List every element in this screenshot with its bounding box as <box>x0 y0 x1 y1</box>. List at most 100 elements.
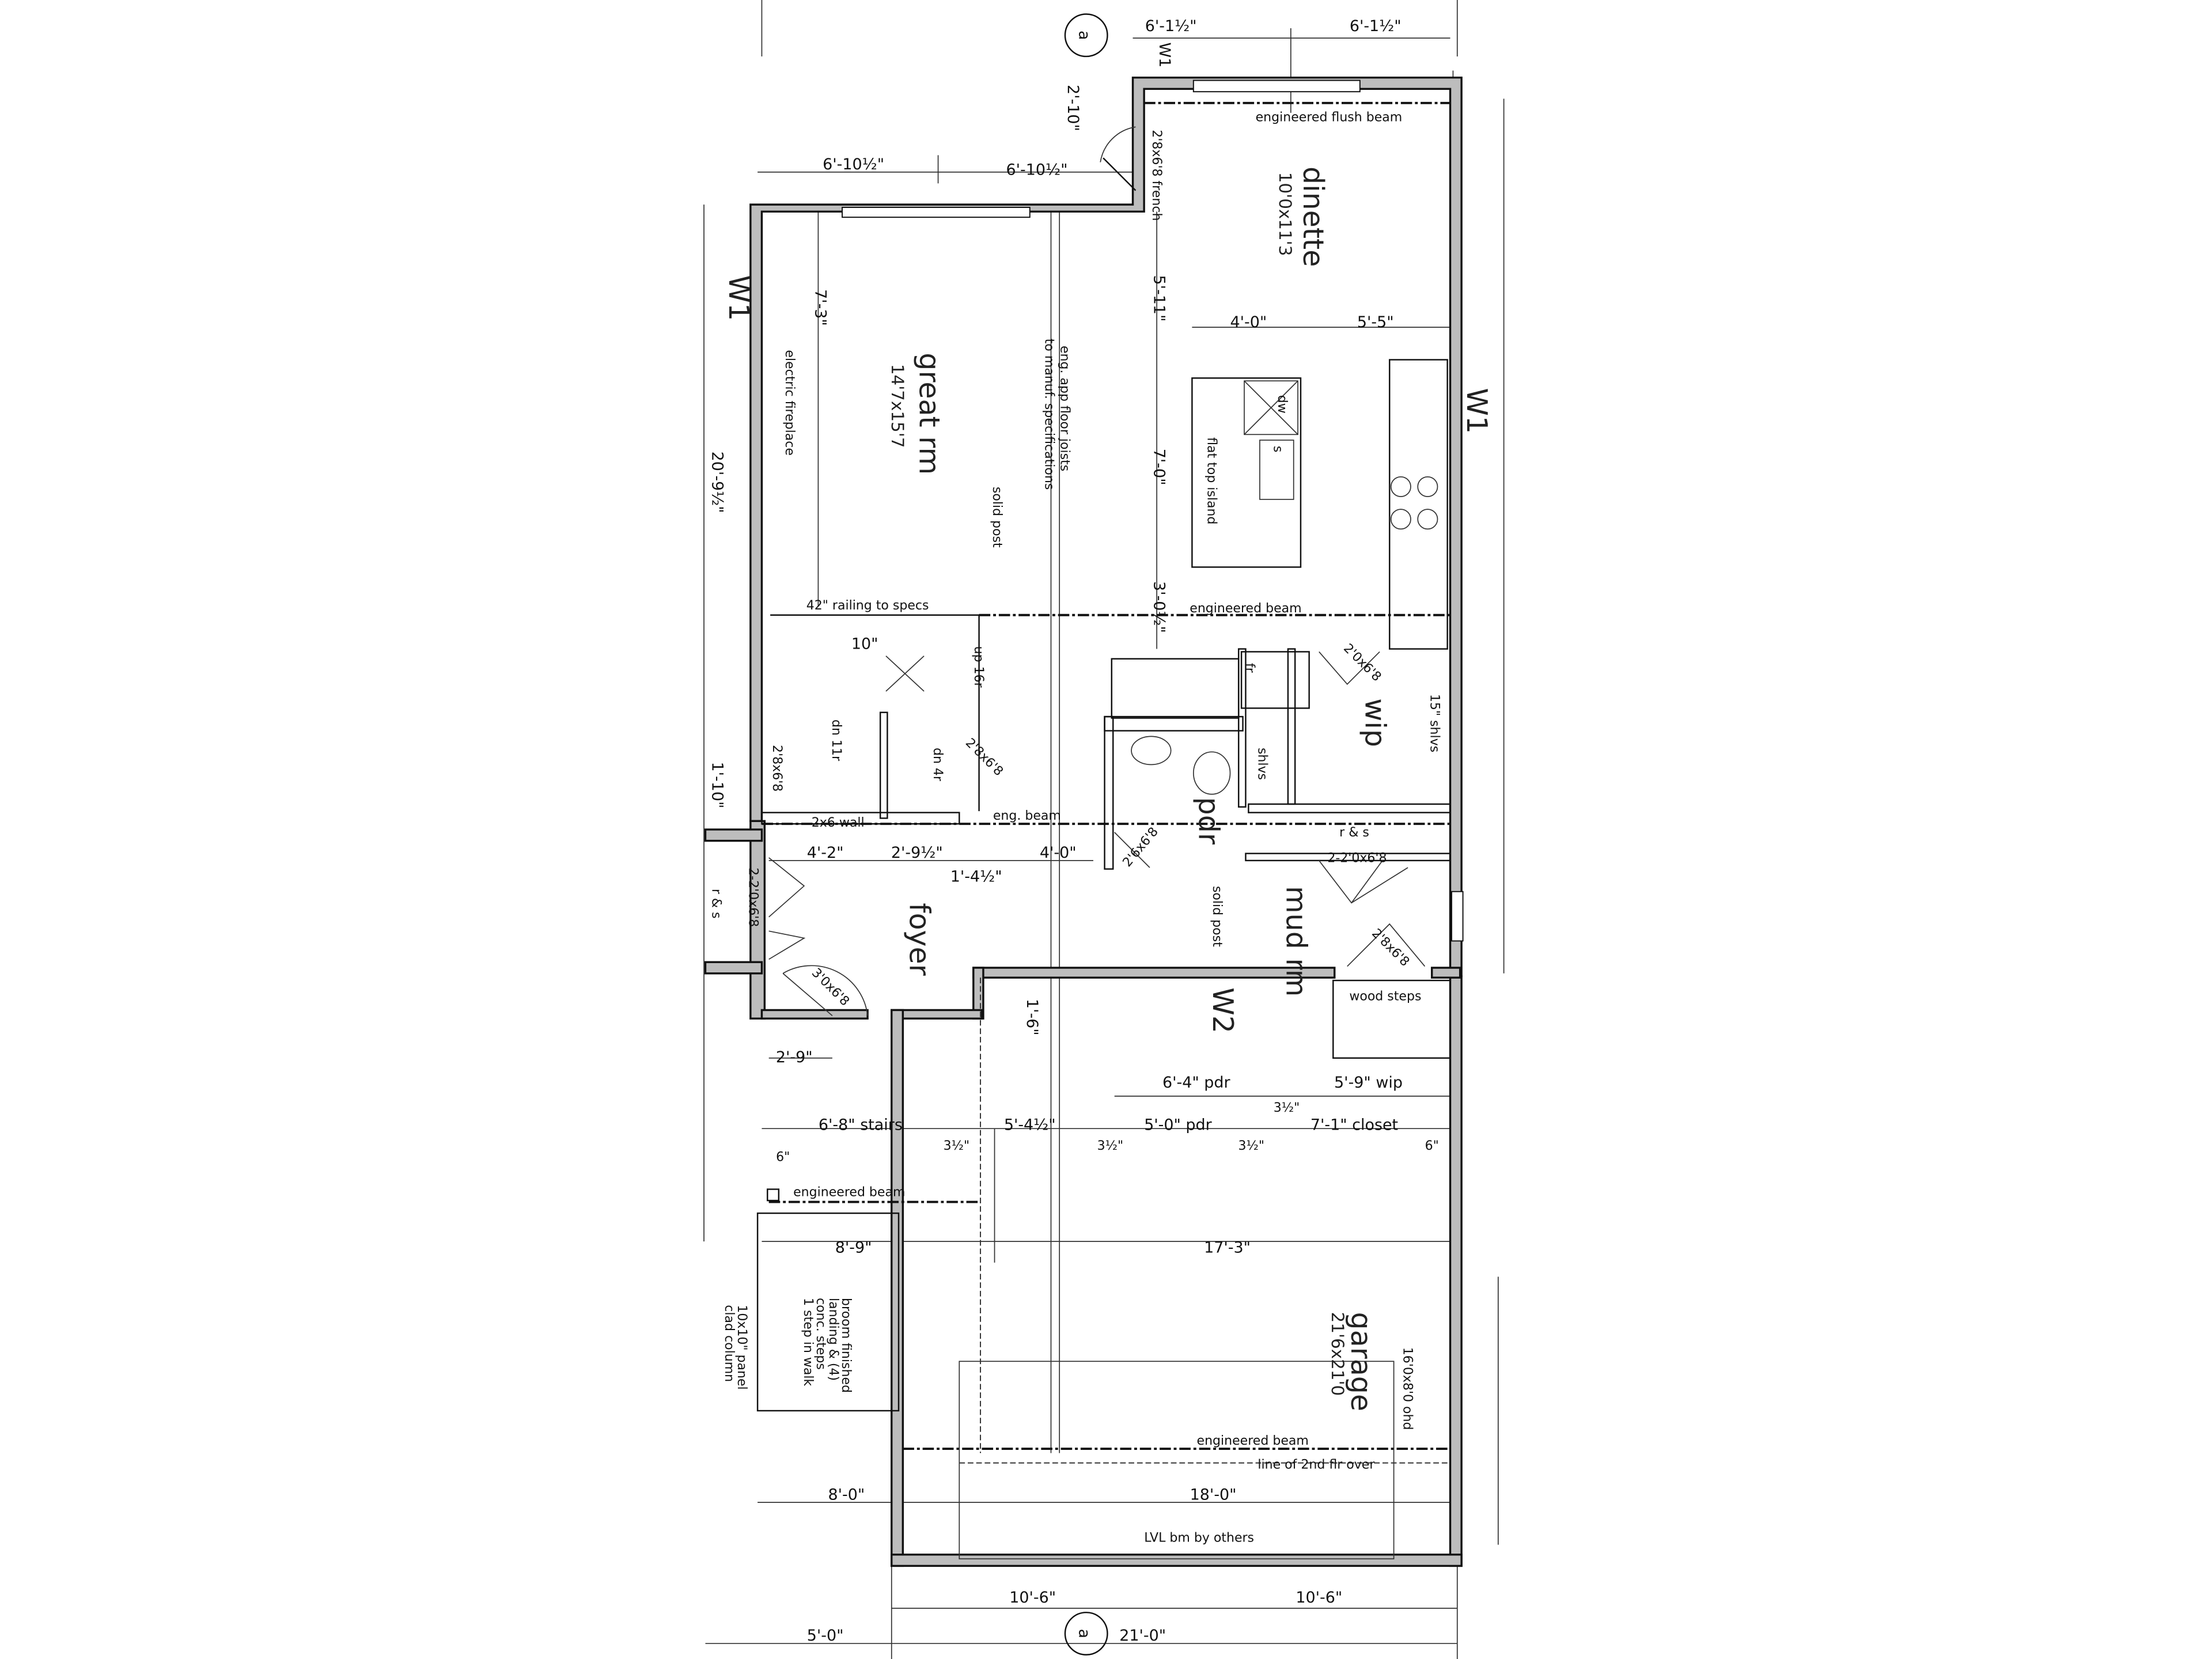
beam-label: LVL bm by others <box>1144 1531 1254 1546</box>
sink-label: s <box>1270 446 1285 452</box>
svg-text:a: a <box>1075 1629 1093 1638</box>
dim-label: 6" <box>1425 1139 1439 1153</box>
door-label: 2'8x6'8 <box>770 745 784 791</box>
dim-label: 3'-0½" <box>1150 581 1168 633</box>
dim-label: 6'-1½" <box>1145 17 1197 35</box>
window-tag: W1 <box>722 275 755 321</box>
stair-label: up 16r <box>971 646 986 688</box>
dim-label: 18'-0" <box>1190 1486 1237 1503</box>
railing-label: 42" railing to specs <box>806 599 929 613</box>
dim-label: 2'-9" <box>776 1048 813 1066</box>
interior-walls <box>756 359 1451 1412</box>
dim-label: 6'-1½" <box>1350 17 1402 35</box>
joist-note: eng. app floor joists <box>1058 346 1072 471</box>
dim-label: 5'-0" pdr <box>1144 1116 1212 1134</box>
dim-label: 7'-1" closet <box>1310 1116 1398 1134</box>
room-size-great-rm: 14'7x15'7 <box>888 364 907 448</box>
dim-label: 10" <box>851 635 878 653</box>
steps-label: wood steps <box>1349 989 1421 1003</box>
dim-label: 2'-9½" <box>891 844 943 862</box>
room-name-mud-rm: mud rm <box>1279 886 1312 997</box>
dishwasher <box>1244 380 1298 435</box>
dim-label: 4'-2" <box>807 844 844 862</box>
vanity-sink-icon <box>1131 736 1172 766</box>
windows <box>842 79 1464 942</box>
rod-shelf-label: r & s <box>1339 825 1369 840</box>
island-label: flat top island <box>1204 437 1218 524</box>
dim-label: 7'-0" <box>1150 449 1168 486</box>
room-size-garage: 21'6x21'0 <box>1328 1312 1347 1396</box>
dim-label: 10'-6" <box>1009 1589 1056 1607</box>
dim-label: 6" <box>776 1150 790 1165</box>
grid-marker-top: a <box>1064 13 1108 58</box>
dim-label: 17'-3" <box>1204 1239 1251 1257</box>
room-name-great-rm: great rm <box>913 353 946 475</box>
dim-label: 10'-6" <box>1296 1589 1342 1607</box>
dim-label: 6'-8" stairs <box>819 1116 903 1134</box>
stair-label: dn 11r <box>829 719 843 762</box>
beam-label: eng. beam <box>993 809 1061 823</box>
door-label: 2'8x6'8 french <box>1149 130 1164 221</box>
column-icon <box>767 1188 780 1202</box>
dim-label: 5'-0" <box>807 1627 844 1645</box>
dim-label: 1'-6" <box>1023 999 1041 1036</box>
exterior-walls <box>704 76 1463 1567</box>
door-label: 2'8x6'8 <box>1369 926 1412 969</box>
dim-label: 4'-0" <box>1230 313 1267 331</box>
dim-label: 6'-4" pdr <box>1162 1074 1230 1092</box>
dim-label: 5'-4½" <box>1004 1116 1056 1134</box>
joist-note: to manuf. specifications <box>1042 339 1056 490</box>
door-label: 2'6x6'8 <box>1120 825 1161 870</box>
room-size-dinette: 10'0x11'3 <box>1275 172 1295 256</box>
dim-label: 2'-10" <box>1064 85 1082 131</box>
fireplace-label: electric fireplace <box>782 350 797 456</box>
dw-label: dw <box>1275 395 1289 414</box>
beam-label: engineered beam <box>1197 1434 1309 1448</box>
dim-label: 1'-4½" <box>950 868 1002 886</box>
window-tag: W1 <box>1460 388 1493 434</box>
room-name-wip: wip <box>1359 698 1392 747</box>
wall-label: 2x6 wall <box>812 816 865 830</box>
landing-note: landing & (4) <box>826 1298 840 1381</box>
door-label: 2-2'0x6'8 <box>1327 851 1387 865</box>
landing-note: 1 step in walk <box>801 1298 815 1386</box>
door-label: 2'8x6'8 <box>963 736 1006 779</box>
dim-label: 20'-9½" <box>709 452 726 513</box>
dim-label: 7'-3" <box>812 289 830 326</box>
door-label: 2-2'0x6'8 <box>745 868 760 927</box>
dim-label: 5'-9" wip <box>1334 1074 1403 1092</box>
dim-label: 8'-9" <box>835 1239 872 1257</box>
svg-text:a: a <box>1075 31 1093 40</box>
stove-burner-icon <box>1390 476 1411 497</box>
dim-label: 3½" <box>1238 1139 1264 1153</box>
column-note: clad column <box>722 1305 736 1382</box>
fridge-label: fr <box>1242 663 1256 673</box>
fixtures <box>767 380 1438 1202</box>
door-swings <box>768 126 1426 1016</box>
stair-label: dn 4r <box>930 748 945 782</box>
room-name-foyer: foyer <box>903 903 936 976</box>
dim-label: 3½" <box>1097 1139 1124 1153</box>
dim-label: 4'-0" <box>1040 844 1077 862</box>
room-name-garage: garage <box>1344 1312 1377 1411</box>
door-label: 3'0x6'8 <box>809 965 852 1009</box>
door-label: 2'0x6'8 <box>1340 641 1384 684</box>
sink-icon <box>1259 440 1294 500</box>
shelves-label: 15" shlvs <box>1427 694 1441 752</box>
column-note: 10x10" panel <box>734 1305 749 1389</box>
garage-door-label: 16'0x8'0 ohd <box>1400 1347 1415 1430</box>
landing-note: conc. steps <box>813 1298 828 1370</box>
dim-label: 6'-10½" <box>823 156 884 173</box>
window-tag: W2 <box>1206 987 1239 1033</box>
room-name-pdr: pdr <box>1192 797 1225 845</box>
beam-label: engineered beam <box>793 1185 905 1200</box>
beam-label: engineered flush beam <box>1256 111 1403 125</box>
rod-shelf-label: r & s <box>709 889 724 919</box>
dim-label: 3½" <box>1274 1101 1300 1115</box>
window-tag: W1 <box>1156 42 1173 67</box>
shelves-label: shlvs <box>1255 748 1269 780</box>
dim-label: 21'-0" <box>1119 1627 1166 1645</box>
landing-note: broom finished <box>839 1298 853 1393</box>
dim-label: 5'-11" <box>1150 275 1168 322</box>
